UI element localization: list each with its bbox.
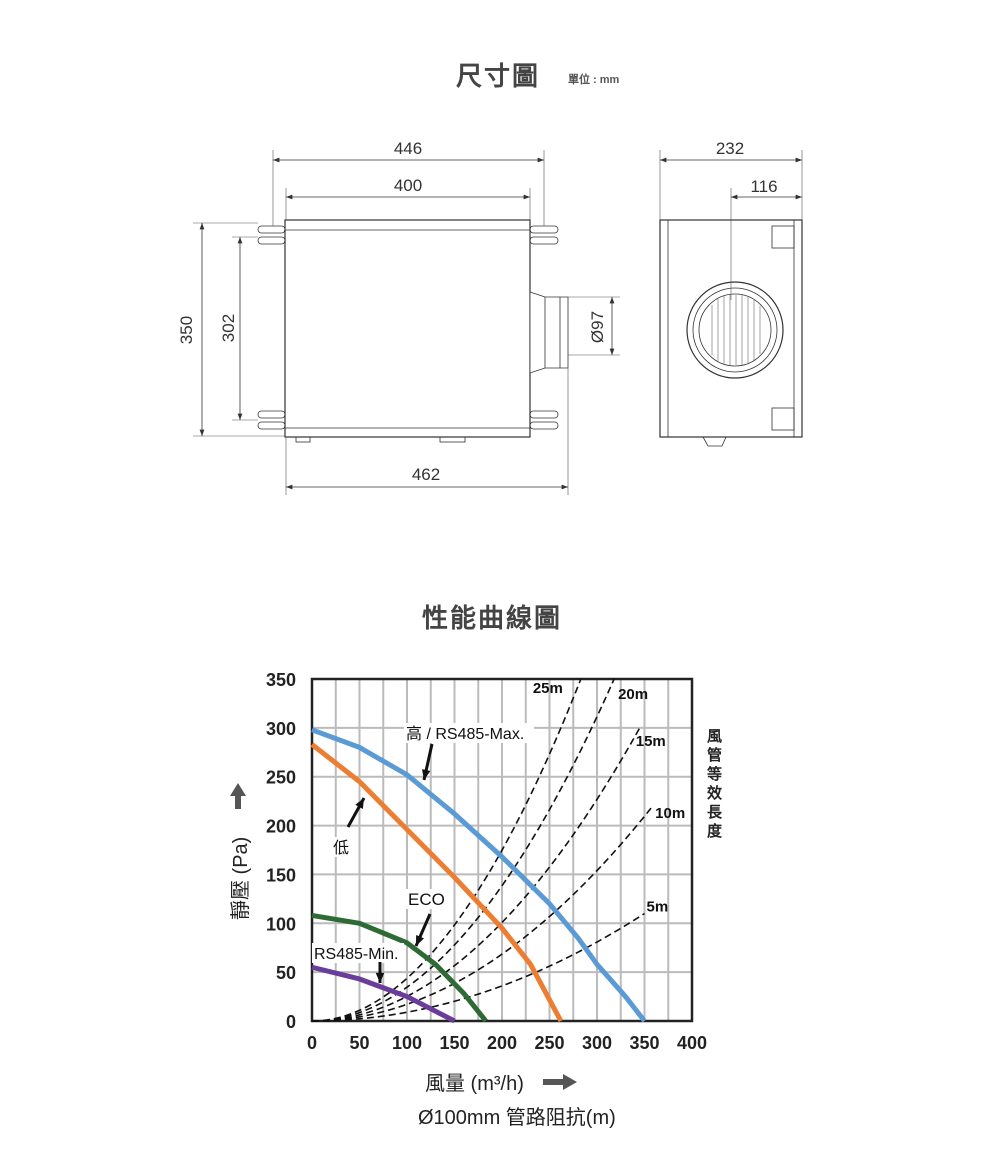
x-tick-label: 300	[582, 1033, 612, 1053]
performance-chart: 0 50 100 150 200 250 300 350 400 0 50 100 150 200 250 3…	[266, 670, 707, 1053]
fan-curve	[311, 913, 488, 1023]
plot-frame	[310, 677, 694, 1023]
annotation-arrowhead-icon	[355, 798, 364, 809]
performance-title: 性能曲線圖	[422, 603, 563, 633]
unit-label: 單位 : mm	[568, 74, 620, 86]
y-tick-label: 0	[286, 1012, 296, 1032]
dim-116: 116	[750, 177, 777, 196]
dim-outlet-diameter: Ø97	[588, 311, 607, 343]
x-tick-label: 100	[392, 1033, 422, 1053]
fan-curve	[311, 964, 456, 1024]
x-tick-label: 400	[677, 1033, 707, 1053]
series-label: RS485-Min.	[314, 946, 398, 963]
dimensions-title: 尺寸圖	[456, 61, 541, 91]
side-outlet-ring	[686, 281, 784, 379]
dim-350: 350	[177, 316, 196, 344]
arrow-right-icon	[543, 1073, 578, 1096]
duct-curve-5m	[311, 912, 645, 1022]
x-axis-title: 風量 (m³/h)	[425, 1067, 578, 1096]
duct-curve-20m	[311, 678, 615, 1022]
series-label: 高 / RS485-Max.	[406, 725, 524, 743]
dim-462: 462	[412, 465, 440, 484]
annotation-bg	[406, 889, 444, 909]
y-tick-label: 200	[266, 817, 296, 837]
arrow-up-icon	[230, 783, 246, 809]
duct-note: Ø100mm 管路阻抗(m)	[418, 1107, 616, 1129]
annotation-bg	[312, 943, 404, 963]
annotation-arrowhead-icon	[375, 972, 385, 983]
duct-curve-10m	[311, 807, 652, 1022]
duct-curve-label: 25m	[533, 680, 563, 697]
duct-curve-25m	[311, 678, 582, 1022]
y-tick-label: 100	[266, 914, 296, 934]
duct-curve-label: 20m	[618, 686, 648, 703]
y-tick-label: 250	[266, 768, 296, 788]
series-label: ECO	[408, 890, 445, 909]
x-tick-label: 150	[439, 1033, 469, 1053]
dim-400: 400	[394, 176, 422, 195]
dimension-drawing: 446 400 462 350 302 Ø97 232 116	[177, 139, 803, 495]
y-tick-label: 150	[266, 865, 296, 885]
dim-302: 302	[219, 314, 238, 342]
x-tick-label: 200	[487, 1033, 517, 1053]
fan-curve	[311, 727, 647, 1023]
x-axis-label: 風量 (m³/h)	[425, 1073, 524, 1095]
annotation-bg	[331, 837, 351, 857]
x-tick-label: 350	[629, 1033, 659, 1053]
duct-curve-label: 5m	[647, 899, 669, 916]
x-tick-label: 50	[349, 1033, 369, 1053]
y-axis-label: 靜壓 (Pa)	[230, 836, 252, 920]
outlet-collar	[529, 291, 569, 374]
annotation-bg	[404, 723, 534, 743]
annotation-arrowhead-icon	[416, 935, 424, 946]
front-view-body	[284, 219, 531, 438]
y-tick-label: 300	[266, 719, 296, 739]
series-label: 低	[333, 839, 349, 857]
y-tick-label: 350	[266, 670, 296, 690]
duct-length-label: 風管等效長度	[705, 728, 722, 842]
duct-curve-label: 15m	[636, 733, 666, 750]
duct-curve-15m	[311, 727, 641, 1022]
annotation-arrowhead-icon	[422, 769, 431, 780]
dim-446: 446	[394, 139, 422, 158]
x-tick-label: 250	[534, 1033, 564, 1053]
dim-232: 232	[716, 139, 744, 158]
y-tick-label: 50	[276, 963, 296, 983]
fan-curve	[310, 742, 564, 1023]
x-tick-label: 0	[307, 1033, 317, 1053]
duct-curve-label: 10m	[655, 805, 685, 822]
